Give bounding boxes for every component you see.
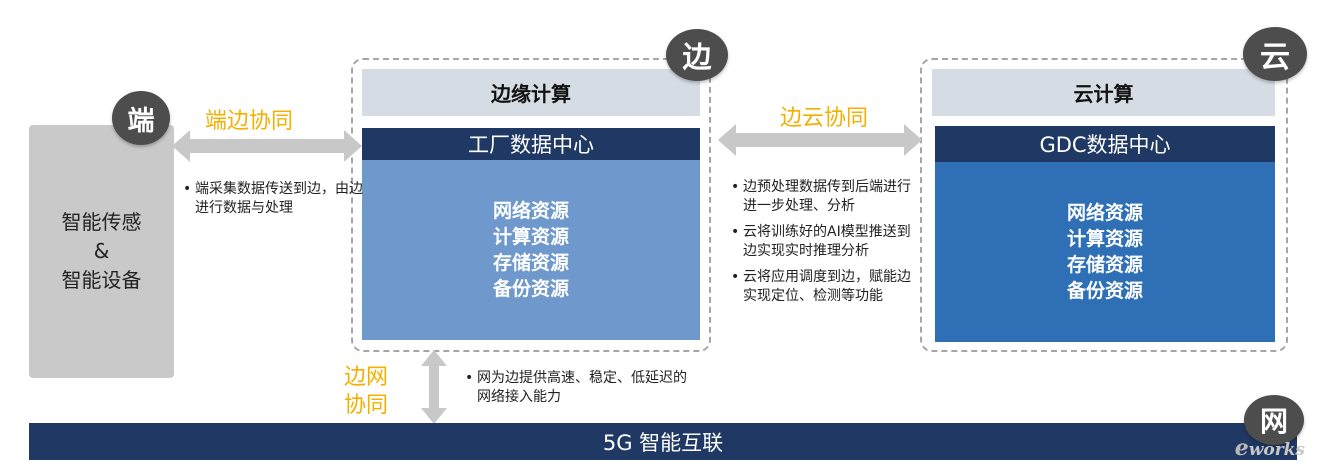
edge-resource-item: 计算资源 — [492, 226, 569, 248]
edge-badge: 边 — [666, 29, 728, 81]
note-item: 端采集数据传送到边，由边进行数据与处理 — [183, 180, 363, 218]
edge-network-collab-line-1: 边网 — [344, 365, 389, 390]
network-badge: 网 — [1244, 395, 1304, 445]
edge-cloud-notes: 边预处理数据传到后端进行进一步处理、分析 云将训练好的AI模型推送到边实现实时推… — [731, 178, 913, 313]
edge-resources: 网络资源 计算资源 存储资源 备份资源 — [362, 160, 700, 340]
edge-network-collab-label: 边网 协同 — [344, 364, 388, 420]
cloud-resource-item: 计算资源 — [1066, 228, 1143, 250]
edge-network-collab-line-2: 协同 — [344, 393, 389, 418]
edge-cloud-collab-label: 边云协同 — [780, 106, 869, 131]
cloud-resources: 网络资源 计算资源 存储资源 备份资源 — [935, 162, 1275, 342]
device-badge: 端 — [112, 91, 170, 145]
note-item: 边预处理数据传到后端进行进一步处理、分析 — [731, 178, 913, 216]
device-edge-arrow — [172, 130, 362, 162]
cloud-frame — [920, 58, 1288, 352]
device-line-3: 智能设备 — [61, 268, 142, 292]
edge-resource-item: 存储资源 — [492, 252, 569, 274]
device-line-2: & — [93, 239, 110, 263]
device-line-1: 智能传感 — [61, 210, 142, 234]
edge-resource-item: 备份资源 — [492, 278, 569, 300]
cloud-badge: 云 — [1243, 27, 1307, 81]
network-bar: 5G 智能互联 — [29, 423, 1297, 460]
edge-resource-item: 网络资源 — [492, 200, 569, 222]
edge-cloud-arrow — [718, 124, 922, 156]
smart-device-block: 智能传感 & 智能设备 — [29, 125, 174, 378]
device-edge-notes: 端采集数据传送到边，由边进行数据与处理 — [183, 180, 363, 225]
cloud-datacenter-bar: GDC数据中心 — [935, 126, 1275, 162]
note-item: 云将训练好的AI模型推送到边实现实时推理分析 — [731, 223, 913, 261]
cloud-resource-item: 备份资源 — [1066, 280, 1143, 302]
device-edge-collab-label: 端边协同 — [205, 109, 294, 134]
edge-datacenter-bar: 工厂数据中心 — [362, 128, 700, 160]
cloud-resource-item: 网络资源 — [1066, 202, 1143, 224]
edge-network-arrow — [421, 350, 447, 424]
edge-title: 边缘计算 — [362, 69, 700, 116]
cloud-resource-item: 存储资源 — [1066, 254, 1143, 276]
note-item: 云将应用调度到边，赋能边实现定位、检测等功能 — [731, 268, 913, 306]
cloud-title: 云计算 — [932, 69, 1275, 116]
edge-network-notes: 网为边提供高速、稳定、低延迟的网络接入能力 — [465, 369, 690, 414]
note-item: 网为边提供高速、稳定、低延迟的网络接入能力 — [465, 369, 690, 407]
eworks-logo: eworks — [1234, 435, 1305, 461]
